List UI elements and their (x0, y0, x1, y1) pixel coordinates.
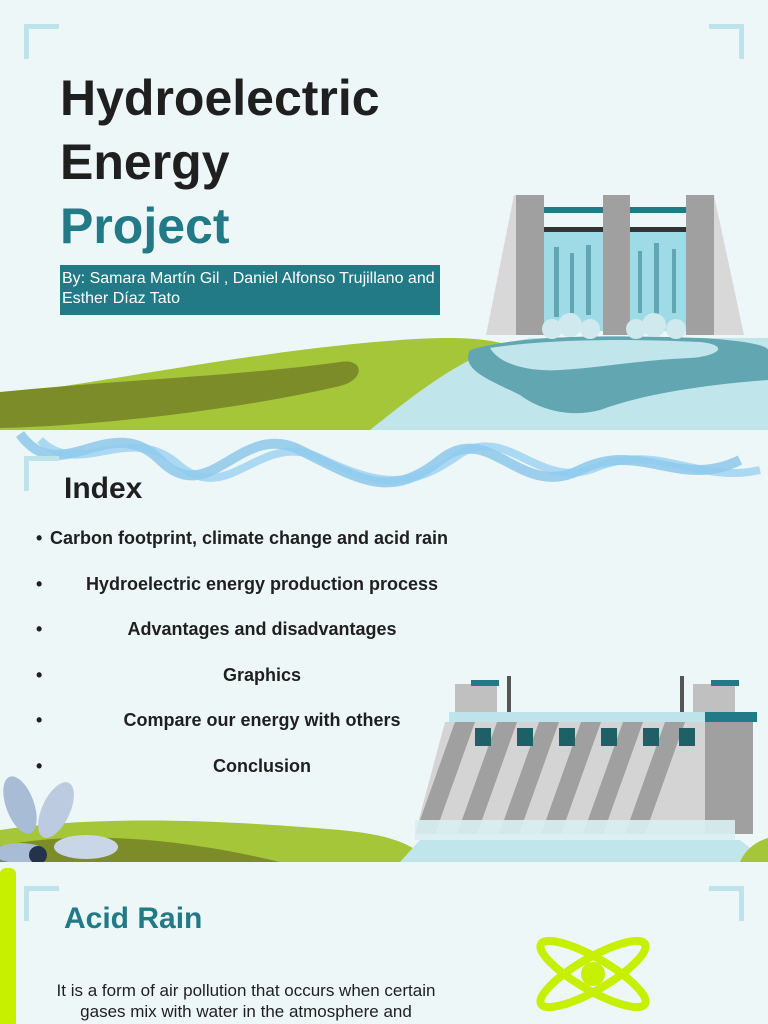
corner-decoration (709, 886, 744, 921)
wave-decoration (15, 430, 761, 488)
index-slide: Index Carbon footprint, climate change a… (0, 430, 768, 862)
molecule-icon (536, 936, 650, 1012)
index-item-conclusion: Conclusion (32, 750, 492, 796)
index-item-advantages: Advantages and disadvantages (32, 613, 492, 659)
acid-rain-title: Acid Rain (64, 902, 203, 935)
index-title: Index (64, 472, 143, 505)
corner-decoration (24, 24, 59, 59)
lime-side-bar (0, 868, 16, 1024)
index-list: Carbon footprint, climate change and aci… (32, 522, 492, 795)
corner-decoration (24, 886, 59, 921)
landscape-illustration (0, 336, 768, 430)
corner-decoration (709, 24, 744, 59)
corner-decoration (24, 456, 59, 491)
acid-rain-slide: Acid Rain It is a form of air pollution … (0, 862, 768, 1024)
title-line-2: Energy (60, 134, 230, 190)
index-item-production-process: Hydroelectric energy production process (32, 568, 492, 614)
dam-illustration (486, 195, 744, 339)
index-item-compare: Compare our energy with others (32, 704, 492, 750)
title-line-1: Hydroelectric (60, 70, 380, 126)
dam-illustration (415, 676, 757, 840)
index-item-graphics: Graphics (32, 659, 492, 705)
title-slide: Hydroelectric Energy Project By: Samara … (0, 0, 768, 430)
title-line-3: Project (60, 198, 230, 254)
index-item-carbon-footprint: Carbon footprint, climate change and aci… (32, 522, 492, 568)
acid-rain-body: It is a form of air pollution that occur… (56, 981, 436, 1021)
authors-banner: By: Samara Martín Gil , Daniel Alfonso T… (60, 265, 440, 315)
flower-icon (0, 776, 118, 862)
